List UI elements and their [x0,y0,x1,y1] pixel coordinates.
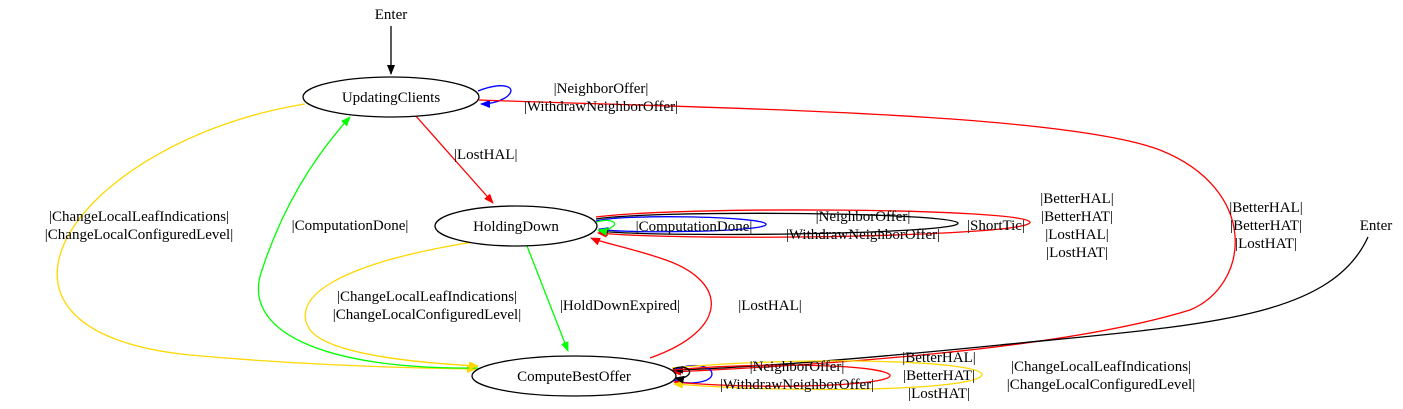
node-updating-clients: UpdatingClients [302,76,480,118]
edge-cbo-self-better [671,364,891,387]
edge-hd-self-neighbor-offer [595,212,959,236]
label-uc-to-cbo-right-1: |BetterHAL| [1229,200,1302,216]
edge-hd-self-shorttic [595,209,1031,238]
label-cbo-self-better-3: |LostHAT| [908,386,970,402]
label-uc-self-2: |WithdrawNeighborOffer| [524,99,678,115]
node-compute-best-offer: ComputeBestOffer [471,355,677,397]
edge-cbo-to-uc-computation-done [257,116,479,369]
label-uc-self-1: |NeighborOffer| [554,81,649,97]
edge-hd-self-computation-done [595,216,767,235]
label-hd-to-cbo-expired: |HoldDownExpired| [560,298,680,314]
node-label-compute-best-offer: ComputeBestOffer [517,369,631,385]
label-cbo-to-hd: |LostHAL| [738,298,802,314]
node-label-updating-clients: UpdatingClients [342,90,440,106]
label-uc-to-cbo-1: |ChangeLocalLeafIndications| [49,209,229,225]
label-hd-self-neighbor-2: |WithdrawNeighborOffer| [786,227,940,243]
label-cbo-self-neighbor-2: |WithdrawNeighborOffer| [720,377,874,393]
edge-uc-self-loop [477,85,512,108]
edge-uc-to-cbo-better [478,99,1236,376]
edge-hd-to-cbo-change [304,241,479,370]
label-cbo-to-uc: |ComputationDone| [292,218,409,234]
label-hd-self-computation: |ComputationDone| [636,219,753,235]
label-uc-to-cbo-right-2: |BetterHAT| [1230,218,1302,234]
node-holding-down: HoldingDown [434,205,598,247]
label-cbo-self-better-2: |BetterHAT| [903,368,975,384]
edge-cbo-self-black [672,366,691,384]
label-hd-self-better-1: |BetterHAL| [1040,191,1113,207]
label-uc-to-cbo-right-3: |LostHAT| [1235,236,1297,252]
entry-label-right: Enter [1360,218,1392,234]
edge-uc-to-cbo-change [56,103,477,373]
label-hd-to-cbo-change-1: |ChangeLocalLeafIndications| [337,289,517,305]
label-cbo-self-neighbor-1: |NeighborOffer| [750,359,845,375]
label-hd-self-shorttic: |ShortTic| [967,218,1025,234]
label-uc-to-cbo-2: |ChangeLocalConfiguredLevel| [45,227,233,243]
label-hd-self-better-2: |BetterHAT| [1041,209,1113,225]
edge-uc-to-hd-losthal [414,114,494,204]
entry-label-top: Enter [375,7,407,23]
label-hd-self-better-4: |LostHAT| [1046,245,1108,261]
label-hd-self-better-3: |LostHAL| [1045,227,1109,243]
label-cbo-self-change-2: |ChangeLocalConfiguredLevel| [1007,377,1195,393]
edge-hd-to-cbo-expired [526,245,569,352]
edge-cbo-self-change [671,360,983,391]
label-hd-to-cbo-change-2: |ChangeLocalConfiguredLevel| [333,307,521,323]
label-hd-self-neighbor-1: |NeighborOffer| [816,209,911,225]
edge-hd-self-green [596,219,616,236]
node-label-holding-down: HoldingDown [473,219,559,235]
label-cbo-self-better-1: |BetterHAL| [902,350,975,366]
label-uc-to-hd: |LostHAL| [454,147,518,163]
edge-cbo-to-hd-losthal [590,237,712,359]
label-cbo-self-change-1: |ChangeLocalLeafIndications| [1011,359,1191,375]
